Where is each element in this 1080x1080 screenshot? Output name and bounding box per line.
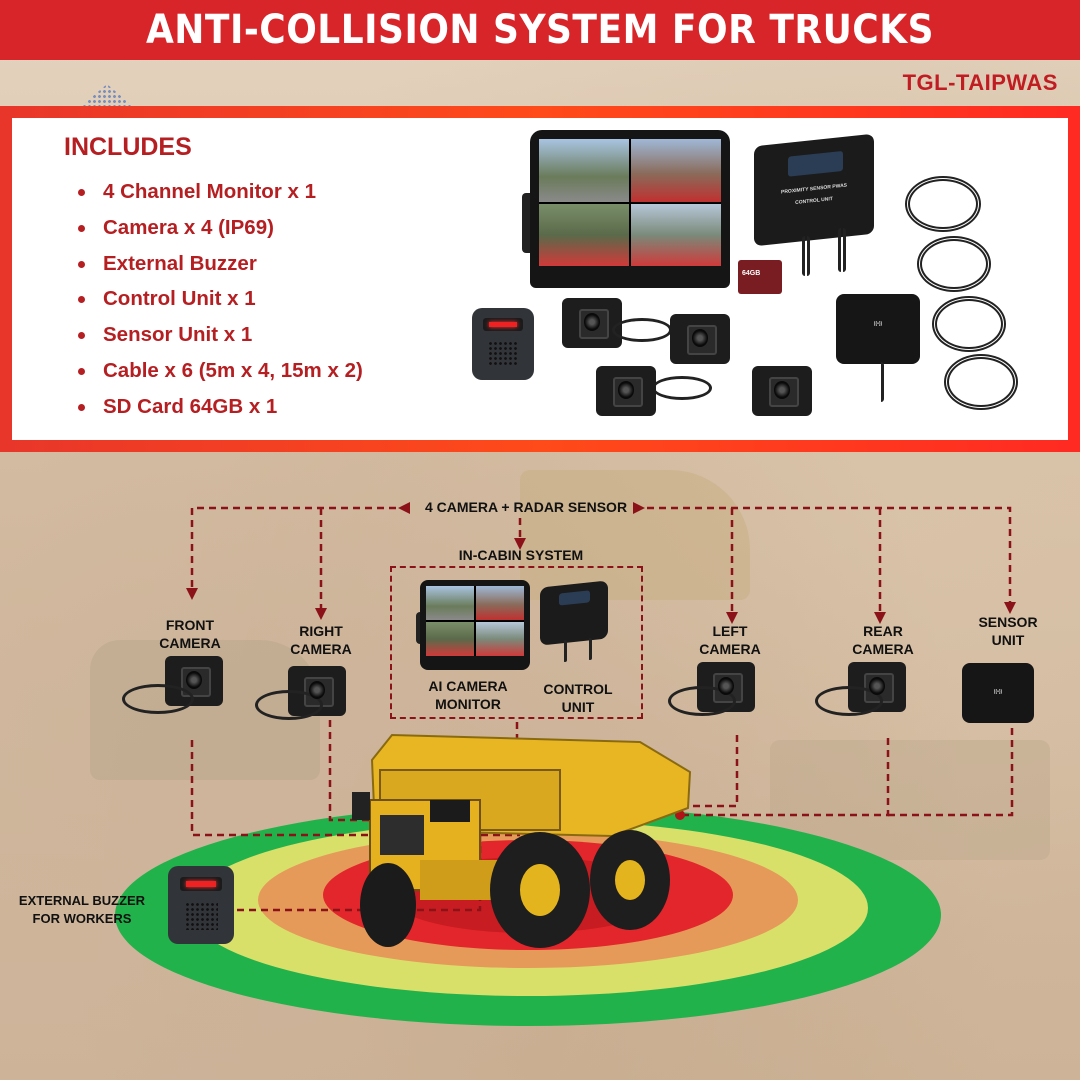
sensor-cable xyxy=(878,362,884,402)
includes-item: Cable x 6 (5m x 4, 15m x 2) xyxy=(78,353,363,389)
header-banner: ANTI-COLLISION SYSTEM FOR TRUCKS xyxy=(0,0,1080,60)
control-unit-image xyxy=(540,580,608,646)
product-control-unit-image: PROXIMITY SENSOR PWAS CONTROL UNIT xyxy=(754,133,874,247)
cable-coil-image xyxy=(944,354,1018,410)
detection-zone-danger xyxy=(323,840,733,950)
ai-camera-monitor-image xyxy=(420,580,530,670)
rear-camera-cable xyxy=(815,686,883,716)
camera-cable xyxy=(612,318,672,342)
includes-panel-inner: INCLUDES 4 Channel Monitor x 1 Camera x … xyxy=(12,118,1068,440)
control-unit-cable xyxy=(802,236,810,276)
left-camera-cable xyxy=(668,686,736,716)
detection-zone-warning xyxy=(258,832,798,968)
product-camera-image xyxy=(752,366,812,416)
product-sd-card-image: 64GB xyxy=(738,260,782,294)
includes-item: 4 Channel Monitor x 1 xyxy=(78,174,363,210)
page-title: ANTI-COLLISION SYSTEM FOR TRUCKS xyxy=(145,7,935,53)
product-camera-image xyxy=(670,314,730,364)
includes-list: 4 Channel Monitor x 1 Camera x 4 (IP69) … xyxy=(78,174,363,425)
detection-zone-core xyxy=(388,857,668,933)
right-camera-cable xyxy=(255,690,323,720)
cable-coil-image xyxy=(905,176,981,232)
includes-item: Sensor Unit x 1 xyxy=(78,317,363,353)
product-monitor-image xyxy=(530,130,730,288)
in-cabin-system-box xyxy=(390,566,643,719)
background-machinery xyxy=(770,740,1050,860)
model-code: TGL-TAIPWAS xyxy=(902,70,1058,95)
product-buzzer-image xyxy=(472,308,534,380)
dump-truck-illustration xyxy=(352,733,692,948)
control-unit-cable xyxy=(588,638,592,660)
connection-dots xyxy=(403,792,685,843)
front-camera-cable xyxy=(122,684,194,714)
top-label: 4 CAMERA + RADAR SENSOR xyxy=(424,499,628,515)
cable-coil-image xyxy=(932,296,1006,352)
control-unit-cable xyxy=(563,640,567,662)
product-sensor-unit-image: ((•)) xyxy=(836,294,920,364)
cable-coil-image xyxy=(917,236,991,292)
external-buzzer-image xyxy=(168,866,234,944)
control-unit-cable xyxy=(838,228,846,272)
sensor-unit-image: ((•)) xyxy=(962,663,1034,723)
camera-cable xyxy=(652,376,712,400)
in-cabin-label: IN-CABIN SYSTEM xyxy=(458,547,584,563)
includes-title: INCLUDES xyxy=(64,133,192,161)
includes-item: External Buzzer xyxy=(78,246,363,282)
detection-zone-caution xyxy=(188,820,868,996)
includes-item: SD Card 64GB x 1 xyxy=(78,389,363,425)
includes-item: Camera x 4 (IP69) xyxy=(78,210,363,246)
includes-panel: INCLUDES 4 Channel Monitor x 1 Camera x … xyxy=(0,106,1080,452)
includes-item: Control Unit x 1 xyxy=(78,281,363,317)
product-camera-image xyxy=(596,366,656,416)
product-camera-image xyxy=(562,298,622,348)
